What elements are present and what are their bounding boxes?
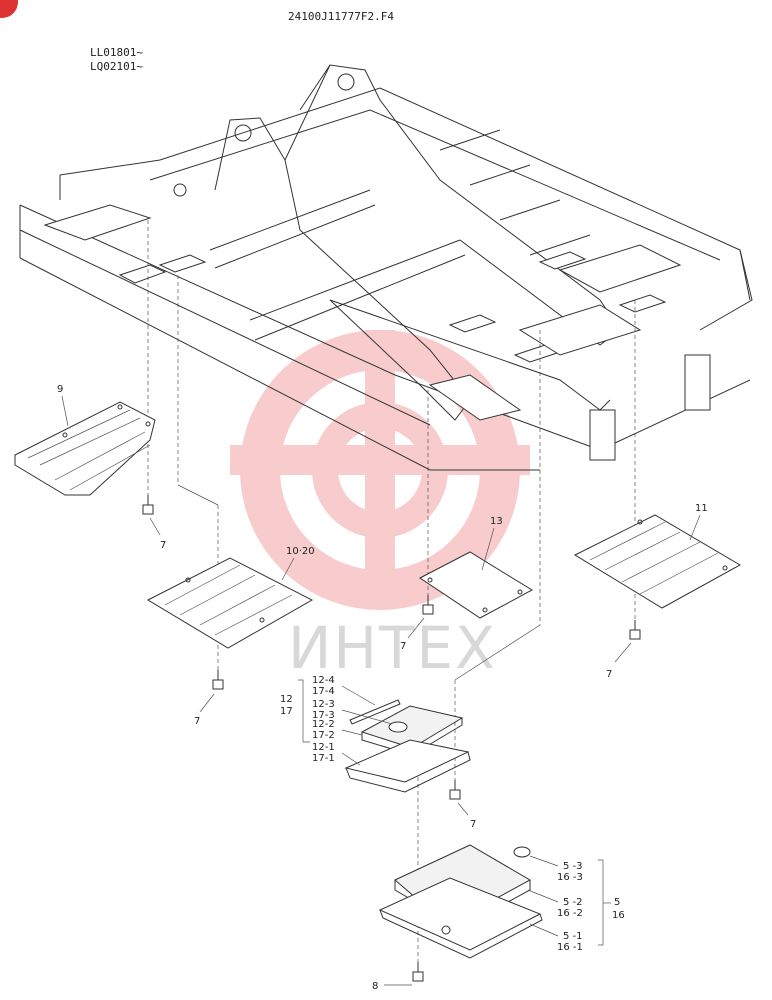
callout-7c: 7	[400, 641, 406, 652]
callout-5: 5	[614, 897, 620, 908]
bolt-7c	[407, 595, 434, 639]
callout-7e: 7	[470, 819, 476, 830]
callout-13: 13	[490, 516, 503, 527]
callout-16: 16	[612, 910, 625, 921]
cover-assembly-12-17	[344, 699, 471, 793]
callout-16-1: 16 -1	[557, 942, 583, 953]
callout-12-4: 12-4	[312, 675, 335, 686]
callout-9: 9	[57, 384, 63, 395]
under-cover-11	[573, 514, 742, 609]
bolt-7a	[142, 495, 161, 536]
serial-range-1: LL01801~	[90, 46, 143, 59]
serial-range-2: LQ02101~	[90, 60, 143, 73]
drawing-code: 24100J11777F2.F4	[288, 10, 394, 23]
corner-badge	[0, 0, 18, 18]
callout-5-1: 5 -1	[563, 931, 583, 942]
callout-12: 12	[280, 694, 293, 705]
callout-5-2: 5 -2	[563, 897, 583, 908]
under-cover-13	[419, 551, 534, 619]
callout-7b: 7	[194, 716, 200, 727]
bolt-8	[384, 962, 424, 986]
bolt-7e	[449, 780, 469, 816]
bolt-7b	[199, 670, 224, 713]
callout-17-2: 17-2	[312, 730, 335, 741]
callout-8: 8	[372, 981, 378, 992]
callout-16-3: 16 -3	[557, 872, 583, 883]
callout-10-20: 10·20	[286, 546, 315, 557]
watermark-text: ИНТЕХ	[288, 614, 497, 682]
callout-12-1: 12-1	[312, 742, 335, 753]
callout-12-2: 12-2	[312, 719, 335, 730]
callout-7a: 7	[160, 540, 166, 551]
upper-frame	[19, 64, 753, 471]
callout-11: 11	[695, 503, 708, 514]
under-cover-9	[14, 401, 156, 496]
callout-17-3: 17-3	[312, 710, 335, 721]
callout-12-3: 12-3	[312, 699, 335, 710]
callout-17-1: 17-1	[312, 753, 335, 764]
callout-5-3: 5 -3	[563, 861, 583, 872]
callout-17: 17	[280, 706, 293, 717]
callout-17-4: 17-4	[312, 686, 335, 697]
under-cover-10-20	[146, 557, 314, 649]
callout-7d: 7	[606, 669, 612, 680]
bolt-7d	[614, 620, 641, 663]
cover-assembly-5-16	[378, 844, 543, 959]
callout-16-2: 16 -2	[557, 908, 583, 919]
